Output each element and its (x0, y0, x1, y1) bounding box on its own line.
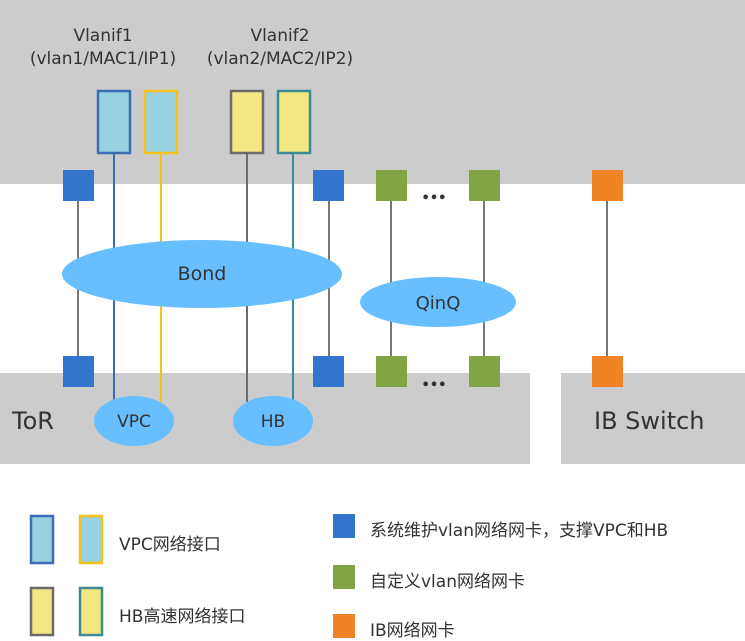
hb-interface-2 (276, 89, 312, 155)
ib-switch-panel (561, 373, 745, 464)
vpc-label: VPC (117, 412, 151, 432)
custom-nic-server-2 (469, 170, 500, 201)
legend-ib-nic-label: IB网络网卡 (370, 621, 455, 641)
legend-system-nic-swatch (333, 514, 355, 538)
vlanif2-title: Vlanif2 (250, 26, 309, 46)
hb-interface-1 (229, 89, 265, 155)
legend-system-nic-label: 系统维护vlan网络网卡，支撑VPC和HB (370, 521, 669, 541)
custom-nic-tor-2 (469, 356, 500, 387)
legend-hb-interface-label: HB高速网络接口 (119, 607, 246, 627)
qinq-label: QinQ (416, 293, 461, 314)
vpc-ellipse (94, 396, 174, 446)
custom-nic-server-1 (376, 170, 407, 201)
vlanif1-title: Vlanif1 (73, 26, 132, 46)
vlanif1-subtitle: (vlan1/MAC1/IP1) (30, 49, 176, 69)
ib-switch-label: IB Switch (594, 407, 705, 435)
system-nic-tor-1 (63, 356, 94, 387)
bond-label: Bond (178, 263, 227, 285)
system-nic-server-2 (313, 170, 344, 201)
tor-label: ToR (11, 407, 54, 435)
legend-custom-nic-swatch (333, 565, 355, 589)
ellipsis-tor: ••• (422, 378, 447, 393)
vlanif2-subtitle: (vlan2/MAC2/IP2) (207, 49, 353, 69)
legend-custom-nic-label: 自定义vlan网络网卡 (370, 572, 525, 592)
vpc-interface-1 (96, 89, 132, 155)
vpc-interface-2 (143, 89, 179, 155)
bond-ellipse (62, 240, 342, 308)
legend-ib-nic-swatch (333, 614, 355, 638)
legend-vpc-swatch-1 (29, 514, 55, 565)
custom-nic-tor-1 (376, 356, 407, 387)
legend (29, 514, 355, 638)
qinq-ellipse (360, 277, 516, 327)
legend-vpc-interface-label: VPC网络接口 (119, 535, 221, 555)
hb-ellipse (233, 396, 313, 446)
legend-hb-swatch-2 (78, 586, 104, 637)
hb-label: HB (261, 412, 285, 432)
system-nic-tor-2 (313, 356, 344, 387)
legend-vpc-swatch-2 (78, 514, 104, 565)
ib-nic-switch (592, 356, 623, 387)
ib-nic-server (592, 170, 623, 201)
system-nic-server-1 (63, 170, 94, 201)
legend-hb-swatch-1 (29, 586, 55, 637)
ellipsis-server: ••• (422, 191, 447, 206)
